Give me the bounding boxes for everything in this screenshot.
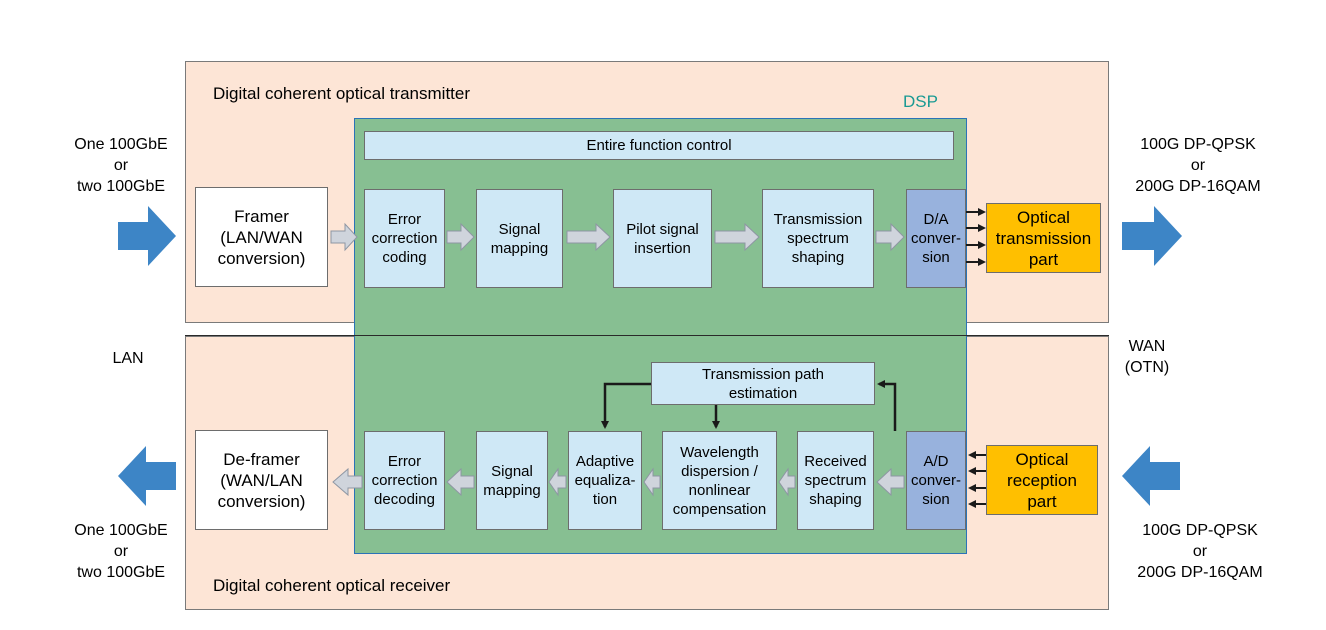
dsp-label: DSP	[903, 92, 938, 111]
transmitter-title: Digital coherent optical transmitter	[213, 84, 471, 103]
wan-label: WAN (OTN)	[1112, 336, 1182, 378]
rx-input-label-line2: or	[1192, 543, 1208, 560]
rx-signal-mapping-block: Signal mapping	[476, 431, 548, 530]
wan-label-line1: WAN	[1128, 338, 1166, 355]
tx-input-big-arrow	[118, 206, 176, 266]
lan-label: LAN	[112, 350, 144, 367]
tx-signal-mapping-block: Signal mapping	[476, 189, 563, 288]
tx-output-big-arrow	[1122, 206, 1182, 266]
rx-flow-arrow-3	[548, 467, 567, 497]
wan-label-line2: (OTN)	[1124, 359, 1170, 376]
framer-block: Framer (LAN/WAN conversion)	[195, 187, 328, 287]
received-spectrum-shaping-block: Received spectrum shaping	[797, 431, 874, 530]
optical-reception-part-block: Optical reception part	[986, 445, 1098, 515]
tx-input-label-line3: two 100GbE	[76, 178, 166, 195]
dsp-divider	[185, 335, 1109, 336]
rx-output-label-line2: or	[113, 543, 129, 560]
da-output-arrows	[966, 208, 986, 266]
rx-flow-arrow-1	[332, 467, 363, 497]
rx-output-big-arrow	[118, 446, 176, 506]
ad-input-arrows	[968, 451, 986, 508]
tx-flow-arrow-5	[875, 222, 905, 252]
transmission-path-estimation-block: Transmission path estimation	[651, 362, 875, 405]
da-conversion-block: D/A conver- sion	[906, 189, 966, 288]
tx-flow-arrow-3	[566, 222, 611, 252]
rx-output-label-line3: two 100GbE	[76, 564, 166, 581]
pilot-signal-insertion-block: Pilot signal insertion	[613, 189, 712, 288]
adaptive-equalization-block: Adaptive equaliza- tion	[568, 431, 642, 530]
error-correction-decoding-block: Error correction decoding	[364, 431, 445, 530]
tx-output-label-line2: or	[1190, 157, 1206, 174]
estimation-arrows	[601, 380, 897, 431]
rx-input-label-line3: 200G DP-16QAM	[1137, 564, 1263, 581]
receiver-title: Digital coherent optical receiver	[213, 576, 451, 595]
rx-input-label: 100G DP-QPSK or 200G DP-16QAM	[1112, 520, 1288, 583]
tx-output-label-line1: 100G DP-QPSK	[1140, 136, 1256, 153]
tx-input-label: One 100GbE or two 100GbE	[58, 134, 184, 197]
tx-flow-arrow-2	[446, 222, 475, 252]
tx-input-label-line2: or	[113, 157, 129, 174]
tx-output-label: 100G DP-QPSK or 200G DP-16QAM	[1110, 134, 1286, 197]
optical-transmission-part-block: Optical transmission part	[986, 203, 1101, 273]
rx-output-label: One 100GbE or two 100GbE	[58, 520, 184, 583]
rx-flow-arrow-2	[446, 467, 475, 497]
tx-flow-arrow-4	[714, 222, 760, 252]
tx-input-label-line1: One 100GbE	[74, 136, 168, 153]
rx-flow-arrow-6	[876, 467, 905, 497]
error-correction-coding-block: Error correction coding	[364, 189, 445, 288]
deframer-block: De-framer (WAN/LAN conversion)	[195, 430, 328, 530]
rx-flow-arrow-5	[778, 467, 796, 497]
rx-input-big-arrow	[1122, 446, 1180, 506]
tx-flow-arrow-1	[330, 222, 358, 252]
rx-input-label-line1: 100G DP-QPSK	[1142, 522, 1258, 539]
entire-function-control-block: Entire function control	[364, 131, 954, 160]
rx-output-label-line1: One 100GbE	[74, 522, 168, 539]
tx-output-label-line3: 200G DP-16QAM	[1135, 178, 1261, 195]
wavelength-dispersion-compensation-block: Wavelength dispersion / nonlinear compen…	[662, 431, 777, 530]
rx-flow-arrow-4	[643, 467, 661, 497]
transmission-spectrum-shaping-block: Transmission spectrum shaping	[762, 189, 874, 288]
ad-conversion-block: A/D conver- sion	[906, 431, 966, 530]
